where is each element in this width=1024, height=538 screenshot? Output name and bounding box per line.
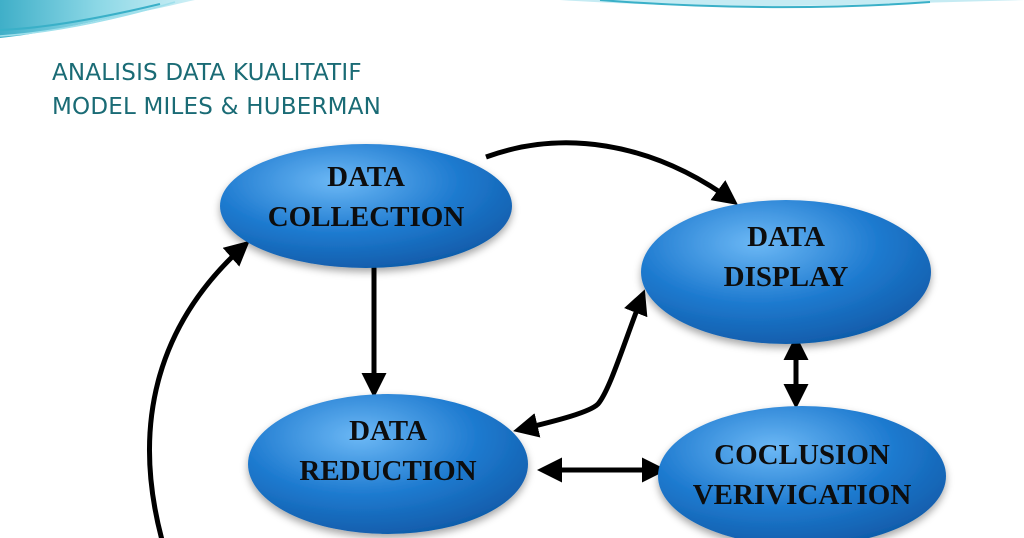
node-collection-line2: COLLECTION (268, 201, 465, 233)
arrows (147, 140, 809, 538)
top-banner-decoration (0, 0, 1024, 38)
node-reduction-line2: REDUCTION (299, 455, 476, 487)
arrow-loop-to-collection (147, 240, 250, 538)
node-ellipse (658, 406, 946, 538)
node-display-line2: DISPLAY (724, 261, 849, 293)
node-ellipse (641, 200, 931, 344)
node-data-reduction (248, 394, 528, 534)
node-collection-line1: DATA (327, 161, 405, 193)
node-conclusion-verification (658, 406, 946, 538)
node-reduction-line1: DATA (349, 415, 427, 447)
slide-title-line2: MODEL MILES & HUBERMAN (52, 94, 382, 120)
node-conclusion-line1: COCLUSION (714, 439, 890, 471)
node-ellipse (220, 144, 512, 268)
node-data-display (641, 200, 931, 344)
slide-title-line1: ANALISIS DATA KUALITATIF (52, 60, 362, 86)
node-ellipse (248, 394, 528, 534)
node-data-collection (220, 144, 512, 268)
arrow-collection-to-display (485, 140, 739, 205)
node-conclusion-line2: VERIVICATION (693, 479, 912, 511)
arrow-reduction-display (513, 289, 648, 438)
slide-title: ANALISIS DATA KUALITATIF MODEL MILES & H… (52, 56, 381, 124)
node-display-line1: DATA (747, 221, 825, 253)
